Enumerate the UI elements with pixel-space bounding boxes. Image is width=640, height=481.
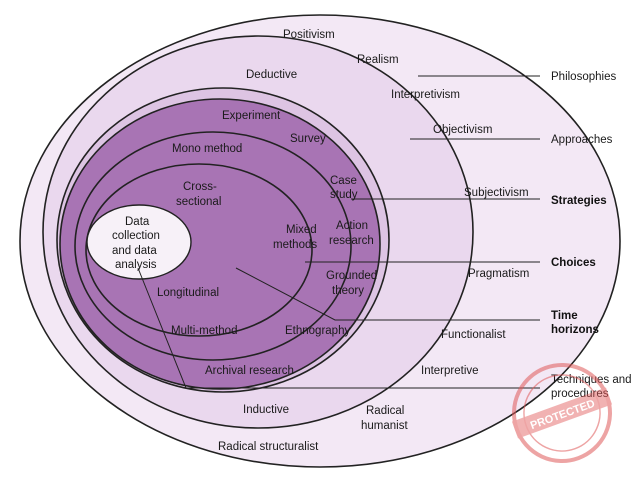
label-survey: Survey xyxy=(290,133,326,145)
label-grounded-theory-2: theory xyxy=(332,285,364,297)
side-label-strategies: Strategies xyxy=(551,195,607,207)
label-action-research-1: Action xyxy=(336,220,368,232)
connector-techniques xyxy=(137,267,540,389)
label-multi-method: Multi-method xyxy=(171,325,237,337)
label-subjectivism: Subjectivism xyxy=(464,187,529,199)
label-radical-humanist-1: Radical xyxy=(366,405,404,417)
label-cross-sectional-1: Cross- xyxy=(183,181,217,193)
label-mixed-methods-1: Mixed xyxy=(286,224,317,236)
label-action-research-2: research xyxy=(329,235,374,247)
core-ellipse xyxy=(86,204,192,280)
side-label-techniques-2: procedures xyxy=(551,388,609,400)
label-interpretive: Interpretive xyxy=(421,365,479,377)
label-ethnography: Ethnography xyxy=(285,325,350,337)
core-text-3: and data xyxy=(112,245,157,257)
label-archival-research: Archival research xyxy=(205,365,294,377)
core-text-1: Data xyxy=(125,216,150,228)
label-mono-method: Mono method xyxy=(172,143,242,155)
side-label-philosophies: Philosophies xyxy=(551,71,616,83)
connector-time-horizons xyxy=(235,267,540,321)
label-cross-sectional-2: sectional xyxy=(176,196,221,208)
label-inductive: Inductive xyxy=(243,404,289,416)
label-radical-humanist-2: humanist xyxy=(361,420,408,432)
side-label-approaches: Approaches xyxy=(551,134,613,146)
label-radical-structuralist: Radical structuralist xyxy=(218,441,319,453)
label-pragmatism: Pragmatism xyxy=(468,268,529,280)
core-text-4: analysis xyxy=(115,259,157,271)
core-text-2: collection xyxy=(112,230,160,242)
label-case-study-2: study xyxy=(330,189,358,201)
side-label-time-horizons-1: Time xyxy=(551,310,578,322)
label-objectivism: Objectivism xyxy=(433,124,492,136)
label-positivism: Positivism xyxy=(283,29,335,41)
label-mixed-methods-2: methods xyxy=(273,239,317,251)
label-deductive: Deductive xyxy=(246,69,297,81)
label-grounded-theory-1: Grounded xyxy=(326,270,377,282)
side-label-techniques-1: Techniques and xyxy=(551,374,632,386)
side-label-time-horizons-2: horizons xyxy=(551,324,599,336)
label-functionalist: Functionalist xyxy=(441,329,506,341)
label-interpretivism: Interpretivism xyxy=(391,89,460,101)
side-label-choices: Choices xyxy=(551,257,596,269)
label-longitudinal: Longitudinal xyxy=(157,287,219,299)
label-experiment: Experiment xyxy=(222,110,281,122)
label-realism: Realism xyxy=(357,54,399,66)
label-case-study-1: Case xyxy=(330,175,357,187)
